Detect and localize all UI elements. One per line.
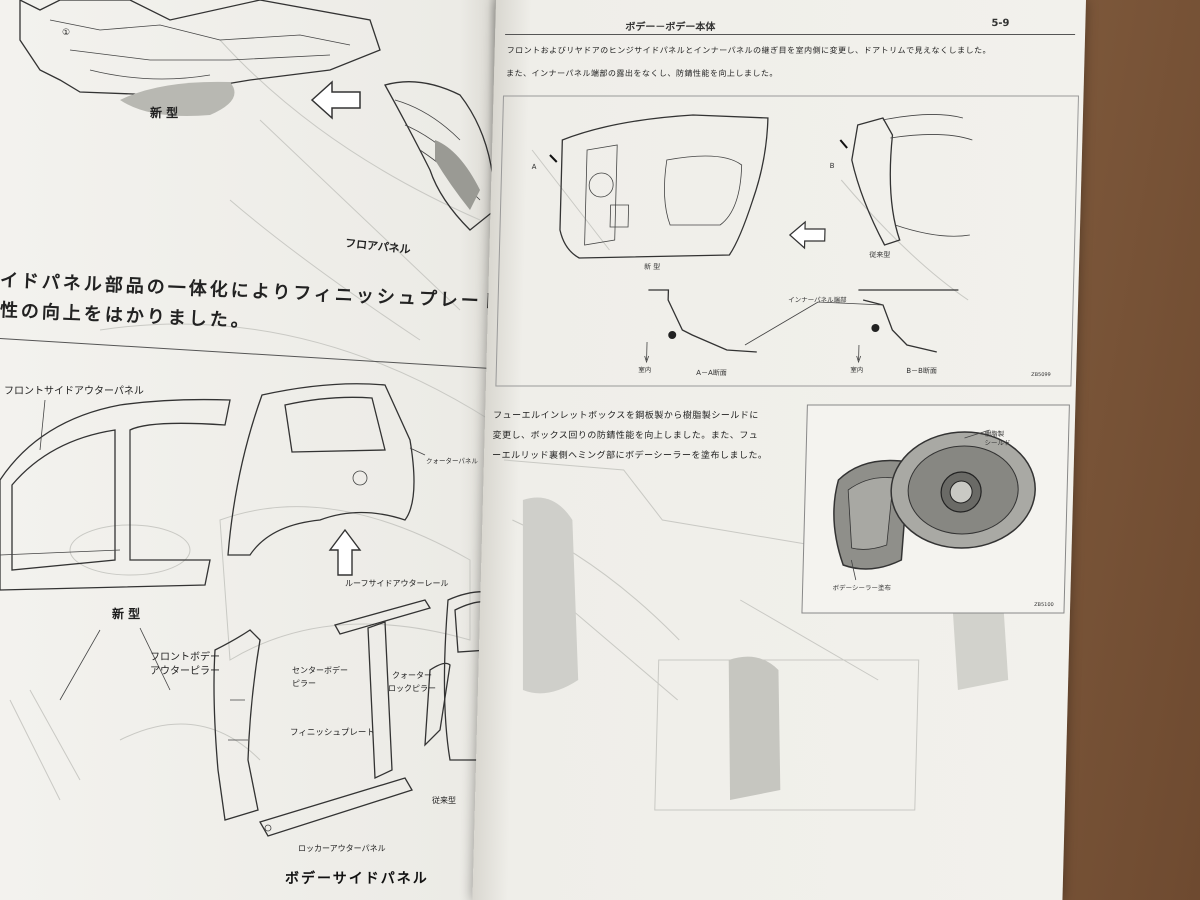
label-center-pillar-1: センターボデー — [292, 666, 348, 675]
label-front-pillar-2: アウターピラー — [150, 666, 220, 677]
fuel-inlet-diagram — [801, 404, 1070, 614]
label-quarter-panel: クォーターパネル — [426, 457, 478, 465]
label-quarter-lock-2: ロックピラー — [388, 684, 436, 693]
label-old-model: 従来型 — [432, 796, 456, 805]
fuel-diagram-code: ZB5100 — [1034, 602, 1054, 608]
right-page: ボデー－ボデー本体 5-9 フロントおよびリヤドアのヒンジサイドパネルとインナー… — [472, 0, 1086, 900]
left-ghost-illustration — [9, 39, 491, 801]
label-roof-side-rail: ルーフサイドアウターレール — [345, 579, 449, 588]
body-side-panel-drawing — [0, 383, 491, 837]
circle-mark: ① — [62, 28, 71, 38]
label-quarter-lock-1: クォーター — [392, 671, 432, 680]
door-diagram — [495, 95, 1079, 387]
label-front-pillar-1: フロントボデー — [150, 652, 220, 663]
label-finish-plate: フィニッシュプレート — [290, 728, 375, 738]
label-rocker-panel: ロッカーアウターパネル — [298, 844, 386, 853]
label-front-side-outer: フロントサイドアウターパネル — [4, 386, 144, 397]
fuel-body-sealer: ボデーシーラー塗布 — [832, 584, 892, 592]
label-center-pillar-2: ピラー — [292, 679, 316, 688]
fuel-resin-shield-2: シールド — [984, 439, 1011, 447]
caption-body-side-panel: ボデーサイドパネル — [285, 871, 429, 887]
label-new-model: 新 型 — [112, 607, 141, 621]
left-page: ① 新 型 フロアパネル イドパネル部品の一体化によりフィニッシュプレートを削除… — [0, 0, 500, 900]
right-ghost-illustration — [503, 149, 1051, 811]
label-new-top: 新 型 — [150, 106, 179, 120]
